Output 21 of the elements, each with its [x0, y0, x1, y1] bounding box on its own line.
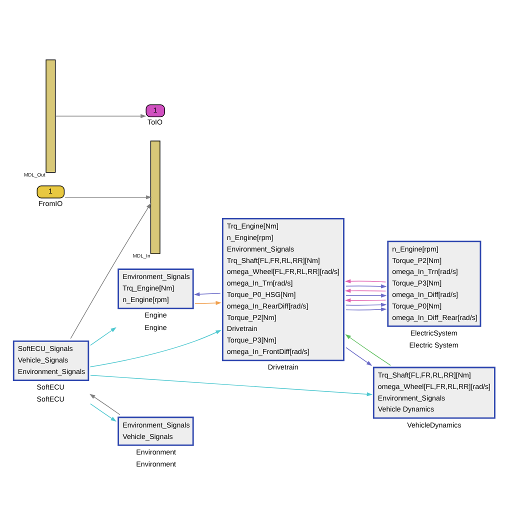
arrow [346, 284, 387, 288]
arrow [90, 394, 120, 416]
node-bar [46, 60, 56, 173]
node-bar [150, 140, 160, 254]
arrow [344, 298, 386, 302]
arrow [194, 301, 222, 306]
arrow [54, 114, 146, 118]
arrow [90, 404, 116, 422]
arrow [70, 202, 152, 339]
arrow [344, 279, 386, 284]
arrow [346, 347, 372, 366]
arrow [64, 195, 152, 200]
arrow [346, 294, 387, 298]
arrow [345, 334, 391, 366]
arrow [194, 292, 221, 296]
arrow [90, 327, 116, 346]
arrow [90, 330, 222, 368]
arrow [90, 374, 373, 396]
arrow [344, 288, 386, 293]
arrow [346, 307, 387, 312]
arrow [346, 302, 387, 307]
